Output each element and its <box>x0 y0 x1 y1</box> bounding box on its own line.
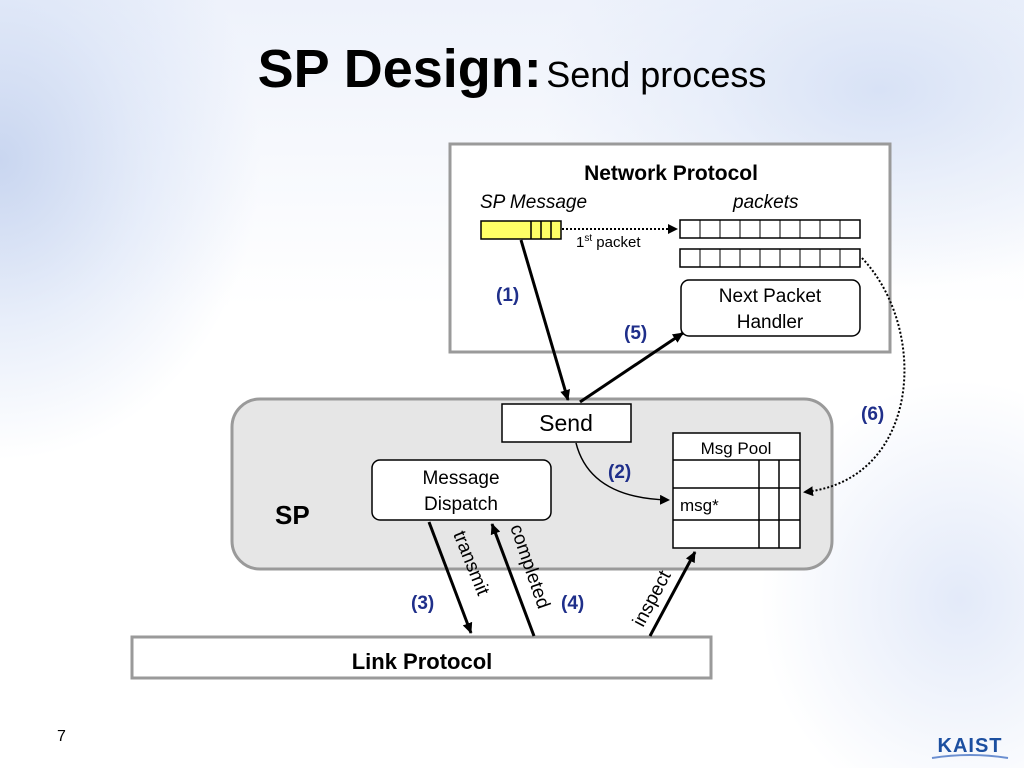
sp-label: SP <box>275 500 310 530</box>
step-3-label: (3) <box>411 593 434 614</box>
next-packet-handler-line1: Next Packet <box>719 286 822 307</box>
message-dispatch-line1: Message <box>422 468 499 489</box>
next-packet-handler-box: Next Packet Handler <box>680 279 861 337</box>
first-packet-label: 1st packet <box>576 233 641 251</box>
link-protocol-label: Link Protocol <box>352 649 493 674</box>
step-6-label: (6) <box>861 404 884 425</box>
arrow-step-4-completed <box>490 523 536 637</box>
arrow-step-2 <box>575 442 670 505</box>
step-2-label: (2) <box>608 462 631 483</box>
msg-pool-entry: msg* <box>680 496 719 515</box>
sp-message-bar <box>480 220 562 240</box>
step-5-label: (5) <box>624 323 647 344</box>
send-label: Send <box>539 410 593 436</box>
msg-pool-table: Msg Pool msg* <box>672 432 801 549</box>
arrow-step-3-transmit <box>427 521 473 634</box>
packets-row-1 <box>679 219 861 239</box>
slide-title-main: SP Design: <box>257 39 542 99</box>
network-protocol-box: Network Protocol SP Message packets 1st … <box>448 142 892 354</box>
arrow-inspect <box>648 551 697 637</box>
sp-box: SP Message Dispatch Msg Pool msg* <box>230 397 834 571</box>
next-packet-handler-line2: Handler <box>737 312 804 333</box>
message-dispatch-line2: Dispatch <box>424 494 498 515</box>
msg-pool-title: Msg Pool <box>701 439 772 458</box>
arrow-step-5 <box>579 331 684 404</box>
message-dispatch-box: Message Dispatch <box>371 459 552 521</box>
packets-label: packets <box>732 192 799 213</box>
slide-title-sub: Send process <box>546 54 767 95</box>
svg-text:KAIST: KAIST <box>938 735 1003 757</box>
link-protocol-bar: Link Protocol <box>130 635 713 680</box>
packets-row-2 <box>679 248 861 268</box>
kaist-logo: KAIST <box>931 735 1009 759</box>
sp-message-label: SP Message <box>480 192 587 213</box>
arrow-step-1 <box>519 239 570 401</box>
slide-title: SP Design: Send process <box>0 38 1024 100</box>
page-number: 7 <box>57 728 66 745</box>
send-box: Send <box>501 403 632 443</box>
step-4-label: (4) <box>561 593 584 614</box>
step-1-label: (1) <box>496 285 519 306</box>
network-protocol-title: Network Protocol <box>584 162 758 185</box>
